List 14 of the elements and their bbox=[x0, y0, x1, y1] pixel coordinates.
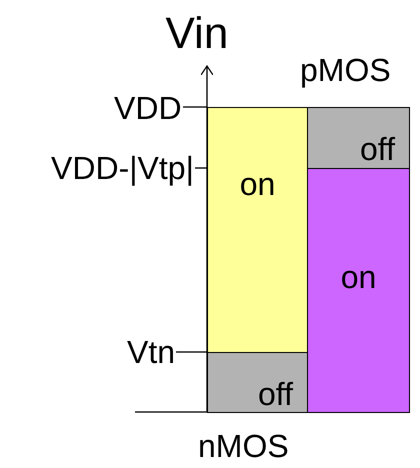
tick-label: VDD-|Vtp| bbox=[51, 152, 194, 184]
tick-label: VDD bbox=[114, 92, 182, 124]
on-region bbox=[307, 168, 410, 413]
column-label: nMOS bbox=[198, 430, 289, 462]
state-label: on bbox=[240, 168, 276, 200]
off-region bbox=[307, 107, 410, 169]
column-label: pMOS bbox=[300, 54, 391, 86]
tick-label: Vtn bbox=[127, 336, 176, 368]
on-region bbox=[207, 107, 308, 353]
off-region bbox=[207, 352, 308, 413]
state-label: off bbox=[258, 378, 293, 410]
state-label: on bbox=[340, 261, 376, 293]
state-label: off bbox=[360, 133, 395, 165]
axis-title: Vin bbox=[166, 12, 228, 56]
